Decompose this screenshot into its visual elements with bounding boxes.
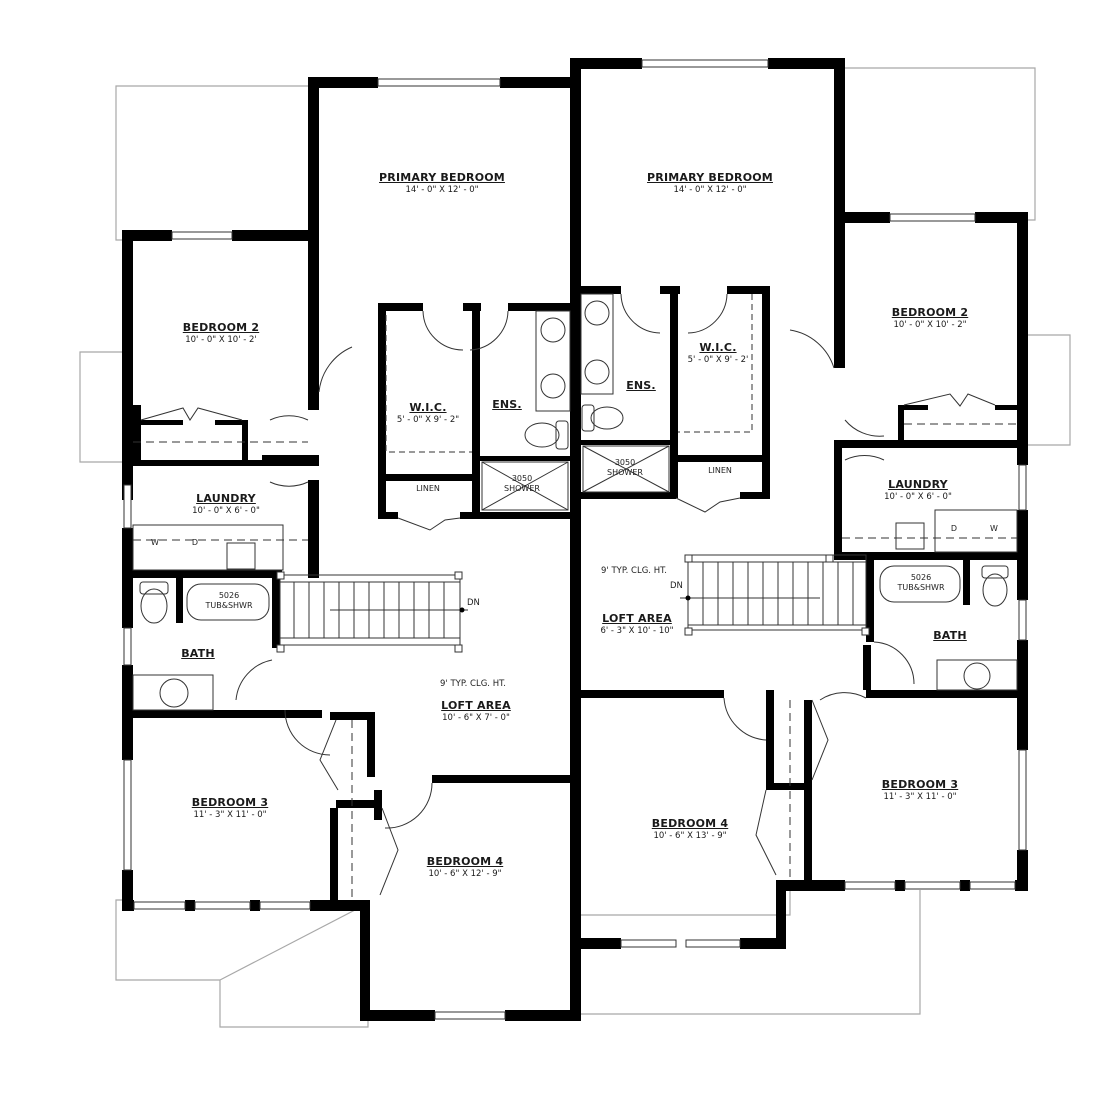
- left-shower-label: 3050 SHOWER: [504, 474, 540, 493]
- room-dimensions: 10' - 0" X 10' - 2": [893, 319, 967, 330]
- room-name: ENS.: [626, 379, 656, 392]
- room-name: PRIMARY BEDROOM: [379, 171, 505, 184]
- left-wic-label: W.I.C. 5' - 0" X 9' - 2": [396, 401, 460, 425]
- left-linen-label: LINEN: [416, 484, 440, 493]
- right-ens-label: ENS.: [626, 379, 656, 393]
- room-dimensions: 5' - 0" X 9' - 2": [396, 414, 460, 425]
- right-bedroom2-label: BEDROOM 2 10' - 0" X 10' - 2": [891, 306, 969, 330]
- right-linen-label: LINEN: [708, 466, 732, 475]
- room-dimensions: 10' - 0" X 6' - 0": [884, 491, 952, 502]
- room-dimensions: 11' - 3" X 11' - 0": [193, 809, 267, 820]
- room-name: BATH: [181, 647, 215, 660]
- right-bath-label: BATH: [933, 629, 967, 643]
- left-washer-label: W: [151, 538, 159, 547]
- right-loft-label: LOFT AREA 6' - 3" X 10' - 10": [600, 612, 674, 636]
- left-laundry-label: LAUNDRY 10' - 0" X 6' - 0": [192, 492, 260, 516]
- windows: [123, 59, 1027, 1020]
- room-dimensions: 14' - 0" X 12' - 0": [673, 184, 747, 195]
- left-bedroom4-label: BEDROOM 4 10' - 6" X 12' - 9": [426, 855, 504, 879]
- right-wic-label: W.I.C. 5' - 0" X 9' - 2': [687, 341, 749, 365]
- room-name: LOFT AREA: [602, 612, 672, 625]
- room-dimensions: 11' - 3" X 11' - 0": [883, 791, 957, 802]
- room-name: LAUNDRY: [888, 478, 948, 491]
- left-bedroom3-label: BEDROOM 3 11' - 3" X 11' - 0": [191, 796, 269, 820]
- room-name: BEDROOM 3: [881, 778, 959, 791]
- right-laundry-label: LAUNDRY 10' - 0" X 6' - 0": [884, 478, 952, 502]
- left-bedroom2-label: BEDROOM 2 10' - 0" X 10' - 2': [182, 321, 260, 345]
- room-name: W.I.C.: [699, 341, 737, 354]
- room-dimensions: 10' - 6" X 12' - 9": [428, 868, 502, 879]
- left-loft-label: LOFT AREA 10' - 6" X 7' - 0": [441, 699, 511, 723]
- room-dimensions: 10' - 0" X 10' - 2': [185, 334, 257, 345]
- room-dimensions: 6' - 3" X 10' - 10": [600, 625, 674, 636]
- room-name: ENS.: [492, 398, 522, 411]
- left-bath-label: BATH: [181, 647, 215, 661]
- right-primary-bedroom-label: PRIMARY BEDROOM 14' - 0" X 12' - 0": [647, 171, 773, 195]
- right-shower-label: 3050 SHOWER: [607, 458, 643, 477]
- walls: [122, 58, 1028, 1021]
- right-bedroom4-label: BEDROOM 4 10' - 6" X 13' - 9": [651, 817, 729, 841]
- stair-markers: [276, 554, 870, 653]
- right-bedroom3-label: BEDROOM 3 11' - 3" X 11' - 0": [881, 778, 959, 802]
- room-name: LOFT AREA: [441, 699, 511, 712]
- left-primary-bedroom-label: PRIMARY BEDROOM 14' - 0" X 12' - 0": [379, 171, 505, 195]
- room-name: PRIMARY BEDROOM: [647, 171, 773, 184]
- left-tub-label: 5026 TUB&SHWR: [205, 591, 253, 610]
- right-dryer-label: D: [950, 524, 958, 533]
- left-ceiling-note: 9' TYP. CLG. HT.: [440, 679, 506, 689]
- room-dimensions: 10' - 0" X 6' - 0": [192, 505, 260, 516]
- room-dimensions: 10' - 6" X 13' - 9": [653, 830, 727, 841]
- right-washer-label: W: [990, 524, 998, 533]
- left-stair-down-label: DN: [467, 598, 480, 608]
- left-ens-label: ENS.: [492, 398, 522, 412]
- right-tub-label: 5026 TUB&SHWR: [897, 573, 945, 592]
- room-name: W.I.C.: [409, 401, 447, 414]
- room-name: BEDROOM 2: [182, 321, 260, 334]
- right-stair-down-label: DN: [670, 581, 683, 591]
- room-dimensions: 5' - 0" X 9' - 2': [687, 354, 749, 365]
- room-name: LAUNDRY: [196, 492, 256, 505]
- room-name: BEDROOM 2: [891, 306, 969, 319]
- room-dimensions: 14' - 0" X 12' - 0": [405, 184, 479, 195]
- room-dimensions: 10' - 6" X 7' - 0": [442, 712, 510, 723]
- room-name: BEDROOM 4: [651, 817, 729, 830]
- right-ceiling-note: 9' TYP. CLG. HT.: [601, 566, 667, 576]
- doors-and-fixtures: [132, 293, 1018, 900]
- left-dryer-label: D: [191, 538, 199, 547]
- room-name: BEDROOM 4: [426, 855, 504, 868]
- room-name: BATH: [933, 629, 967, 642]
- room-name: BEDROOM 3: [191, 796, 269, 809]
